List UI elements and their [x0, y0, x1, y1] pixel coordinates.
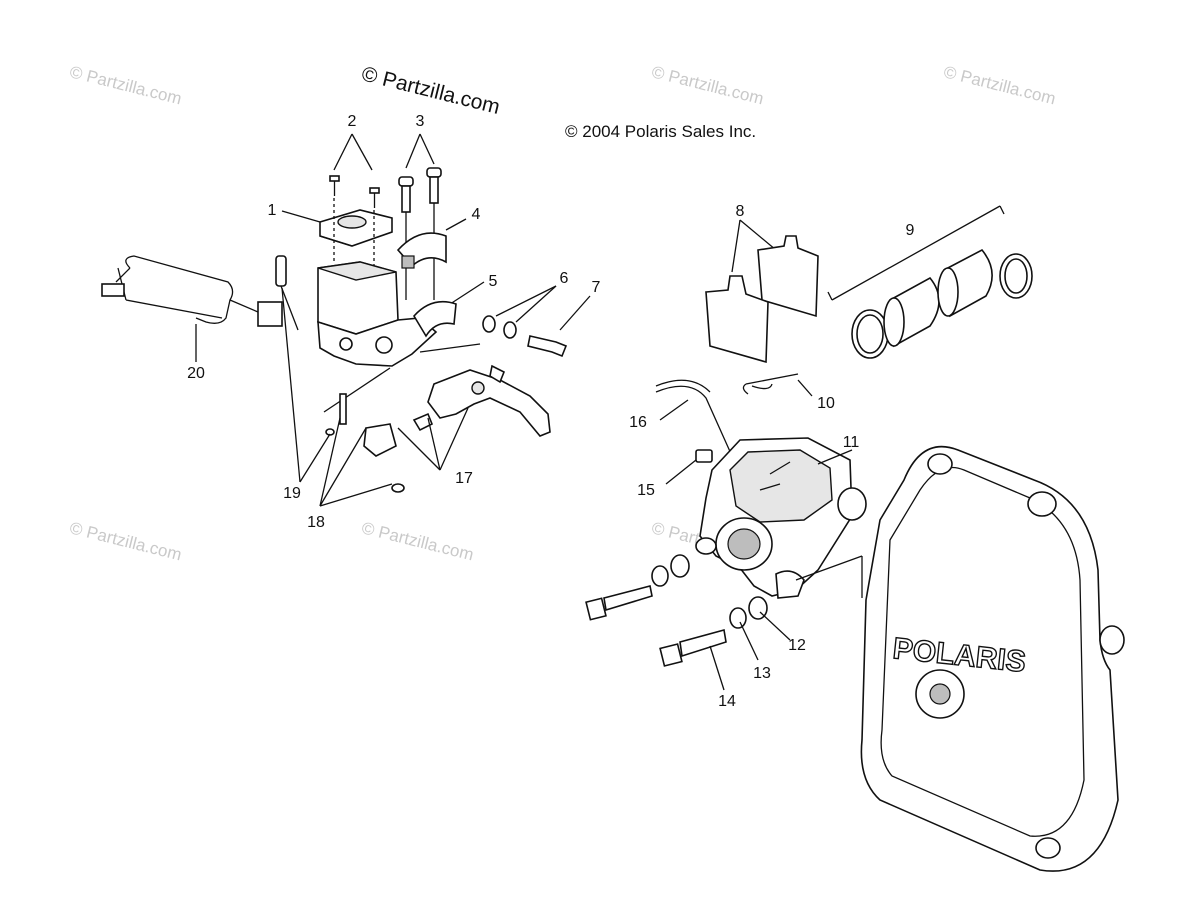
callout-4: 4 — [471, 206, 481, 223]
piston-kit — [827, 205, 1033, 359]
callout-9: 9 — [905, 222, 915, 239]
callout-17: 17 — [455, 470, 473, 487]
copyright-notice: © 2004 Polaris Sales Inc. — [565, 122, 757, 141]
callout-11: 11 — [842, 434, 860, 451]
callout-15: 15 — [637, 482, 655, 499]
callout-10: 10 — [817, 395, 835, 412]
callout-14: 14 — [718, 693, 736, 710]
callout-8: 8 — [735, 203, 745, 220]
callout-16: 16 — [629, 414, 647, 431]
callout-19: 19 — [283, 485, 301, 502]
callout-2: 2 — [347, 113, 357, 130]
master-cylinder-body — [317, 261, 438, 367]
handlebar-clamp-bottom — [413, 281, 485, 338]
caliper-bolts — [585, 554, 791, 691]
callout-13: 13 — [753, 665, 771, 682]
washer-part — [482, 285, 557, 339]
lever-bracket — [325, 393, 434, 493]
brake-lever — [427, 364, 551, 437]
callout-3: 3 — [415, 113, 425, 130]
brake-line — [655, 379, 733, 457]
callout-18: 18 — [307, 514, 325, 531]
brake-switch-harness — [101, 255, 283, 362]
handlebar-clamp-top — [396, 218, 467, 269]
callout-1: 1 — [267, 202, 277, 219]
callout-20: 20 — [187, 365, 205, 382]
callout-5: 5 — [488, 273, 498, 290]
callout-12: 12 — [788, 637, 806, 654]
bleeder-valve — [665, 449, 713, 485]
chaincase-cover: POLARIS — [860, 445, 1125, 872]
callout-6: 6 — [559, 270, 569, 287]
retaining-clip — [742, 373, 813, 397]
callout-7: 7 — [591, 279, 601, 296]
bolt-part — [398, 133, 442, 213]
reservoir-cap — [281, 209, 393, 247]
screw-part — [329, 133, 380, 208]
brake-caliper — [695, 437, 867, 599]
brake-pad — [705, 219, 819, 364]
banjo-fitting — [275, 255, 299, 331]
pivot-bolt — [527, 295, 591, 358]
